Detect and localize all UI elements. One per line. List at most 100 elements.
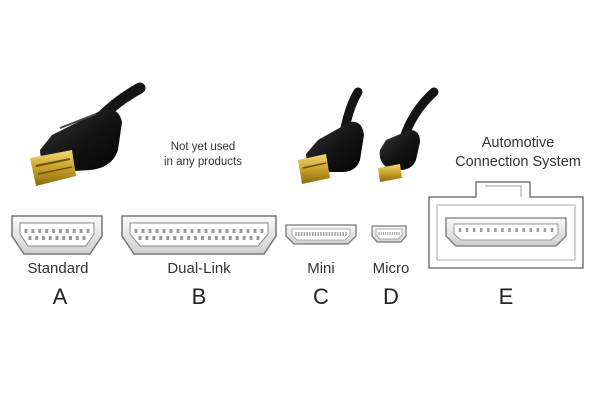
contact-pin [380,232,382,235]
contact-pin [382,232,384,235]
contact-pin [298,232,300,236]
contact-pin [472,228,476,232]
letter-d: D [383,284,399,309]
contact-pin [458,228,462,232]
contact-pin [300,232,303,236]
contact-pin [385,232,387,235]
contact-pin [65,229,69,233]
standard-pin-row [24,229,90,240]
mini-receptacle-outline [285,224,357,245]
label-micro: Micro [372,260,410,277]
contact-pin [501,228,504,232]
dual-link-receptacle-outline [121,215,277,255]
contact-pin [52,229,56,233]
contact-pin [242,236,246,240]
contact-pin [550,228,554,232]
contact-pin [138,236,142,240]
letter-e: E [498,284,514,309]
contact-pin [204,229,208,233]
contact-pin [218,229,222,233]
contact-pin [176,229,180,233]
contact-pin [45,229,49,233]
automotive-title-line-1: Automotive [481,135,555,151]
contact-pin [134,229,138,233]
contact-pin [235,236,239,240]
contact-pin [508,228,511,232]
contact-pin [214,236,218,240]
contact-pin [342,232,344,236]
contact-pin [345,232,347,236]
micro-gold-plug-tip [378,164,402,182]
contact-pin [207,236,211,240]
contact-pin [398,232,400,235]
standard-receptacle-outline [11,215,103,255]
contact-pin [180,236,184,240]
dual-link-note-line-1: Not yet used [170,141,236,153]
micro-hdmi-cable-photo [378,87,439,182]
label-mini: Mini [307,260,335,277]
contact-pin [339,232,342,236]
contact-pin [197,229,201,233]
contact-pin [328,232,331,236]
contact-pin [58,229,62,233]
contact-pin [148,229,152,233]
contact-pin [232,229,236,233]
contact-pin [211,229,215,233]
automotive-title: Automotive Connection System [448,134,588,172]
contact-pin [145,236,149,240]
contact-pin [320,232,322,236]
dual-link-note-line-2: in any products [164,156,242,168]
contact-pin [529,228,533,232]
contact-pin [515,228,518,232]
contact-pin [389,232,391,235]
contact-pin [387,232,389,235]
contact-pin [256,236,260,240]
contact-pin [62,236,66,240]
contact-pin [221,236,225,240]
contact-pin [166,236,170,240]
contact-pin [253,229,257,233]
contact-pin [200,236,204,240]
contact-pin [86,229,90,233]
contact-pin [522,228,525,232]
contact-pin [311,232,314,236]
contact-pin [479,228,483,232]
mini-pin-row [295,232,347,236]
contact-pin [190,229,194,233]
contact-pin [82,236,86,240]
contact-pin [28,236,32,240]
contact-pin [48,236,52,240]
mini-gold-plug-tip [298,154,330,184]
dual-link-note: Not yet used in any products [148,140,258,170]
standard-hdmi-cable-photo [30,82,146,186]
dual-link-pin-row [134,229,264,240]
contact-pin [72,229,76,233]
contact-pin [309,232,311,236]
contact-pin [24,229,28,233]
contact-pin [69,236,72,240]
contact-pin [394,232,396,235]
automotive-pin-row [458,228,554,232]
mini-hdmi-cable-photo [298,87,364,184]
standard-gold-plug-tip [30,150,76,186]
contact-pin [391,232,393,235]
contact-pin [543,228,547,232]
contact-pin [194,236,198,240]
contact-pin [55,236,59,240]
contact-pin [303,232,306,236]
micro-receptacle-outline [371,225,407,243]
contact-pin [306,232,308,236]
label-standard: Standard [27,260,89,277]
contact-pin [155,229,159,233]
contact-pin [325,232,328,236]
contact-pin [141,229,145,233]
contact-pin [152,236,156,240]
letter-c: C [313,284,329,309]
contact-pin [31,229,35,233]
automotive-title-line-2: Connection System [455,154,581,170]
contact-pin [79,229,83,233]
contact-pin [35,236,39,240]
contact-pin [314,232,317,236]
contact-pin [183,229,187,233]
contact-pin [42,236,45,240]
